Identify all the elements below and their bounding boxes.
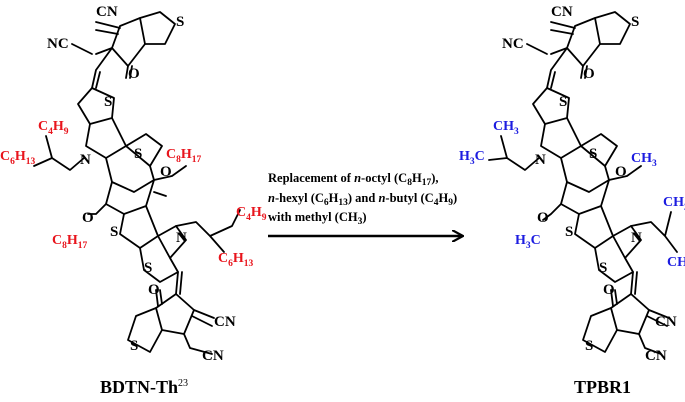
s-lower-bridge-r: S	[565, 224, 573, 240]
upper-isobutyl-bonds	[488, 135, 540, 171]
conditions-line-3: with methyl (CH3)	[268, 210, 367, 227]
s-lower-thiophene-r: S	[599, 260, 607, 276]
bottom-end-group	[127, 271, 215, 355]
n-lower-r: N	[631, 230, 642, 246]
top-end-group-r	[526, 11, 631, 89]
s-top-end-label: S	[176, 14, 184, 30]
cn-top-label-r: CN	[551, 4, 573, 20]
lower-branch-c4h9: C4H9	[236, 205, 267, 223]
nc-top-label-r: NC	[502, 36, 524, 52]
n-lower: N	[176, 230, 187, 246]
lower-methyl-ch3-a: CH3	[663, 195, 685, 213]
upper-branch-c6h13: C6H13	[0, 149, 36, 167]
o-bottom-end-label-r: O	[603, 282, 615, 298]
cn-bottom-upper-r: CN	[655, 314, 677, 330]
conditions-line-2: n-hexyl (C6H13) and n-butyl (C4H9)	[268, 191, 457, 208]
caption-left: BDTN-Th23	[100, 377, 188, 397]
cn-top-label: CN	[96, 4, 118, 20]
s-bottom-end-label-r: S	[585, 338, 593, 354]
octyl-left: C8H17	[52, 233, 88, 251]
methoxy-right-ch3: CH3	[631, 151, 657, 169]
s-upper-bridge: S	[134, 146, 142, 162]
upper-methyl-h3c: H3C	[459, 149, 485, 167]
lower-thienopyrrole-r	[574, 205, 678, 283]
s-upper-bridge-r: S	[589, 146, 597, 162]
upper-branch-c4h9: C4H9	[38, 119, 69, 137]
bottom-end-group-r	[582, 271, 670, 355]
s-top-end-label-r: S	[631, 14, 639, 30]
s-lower-thiophene: S	[144, 260, 152, 276]
cn-bottom-upper: CN	[214, 314, 236, 330]
s-lower-bridge: S	[110, 224, 118, 240]
s-upper-thiophene: S	[104, 94, 112, 110]
n-upper-r: N	[535, 152, 546, 168]
s-bottom-end-label: S	[130, 338, 138, 354]
lower-methyl-ch3-b: CH3	[667, 255, 685, 273]
caption-right: TPBR1	[574, 377, 631, 397]
conditions-line-1: Replacement of n-octyl (C8H17),	[268, 171, 439, 188]
o-right-upper-r: O	[615, 164, 627, 180]
o-top-end-label-r: O	[583, 66, 595, 82]
cn-bottom-lower: CN	[202, 348, 224, 364]
lower-thienopyrrole	[119, 205, 241, 283]
upper-methyl-ch3: CH3	[493, 119, 519, 137]
lower-branch-c6h13: C6H13	[218, 251, 254, 269]
n-upper: N	[80, 152, 91, 168]
cn-bottom-lower-r: CN	[645, 348, 667, 364]
upper-branch-bonds	[33, 135, 85, 171]
o-top-end-label: O	[128, 66, 140, 82]
o-left-lower-r: O	[537, 210, 549, 226]
o-right-upper: O	[160, 164, 172, 180]
nc-top-label: NC	[47, 36, 69, 52]
o-bottom-end-label: O	[148, 282, 160, 298]
s-upper-thiophene-r: S	[559, 94, 567, 110]
molecule-tpbr1: CN NC S O S N S CH3 H3C O O CH3 H3C	[459, 4, 685, 364]
top-end-group	[71, 11, 176, 89]
methoxy-left-h3c: H3C	[515, 233, 541, 251]
o-left-lower: O	[82, 210, 94, 226]
octyl-right: C8H17	[166, 147, 202, 165]
molecule-bdtn-th: CN NC S O S N S C4H9 C6H13 O O C8H17 C8H…	[0, 4, 267, 364]
